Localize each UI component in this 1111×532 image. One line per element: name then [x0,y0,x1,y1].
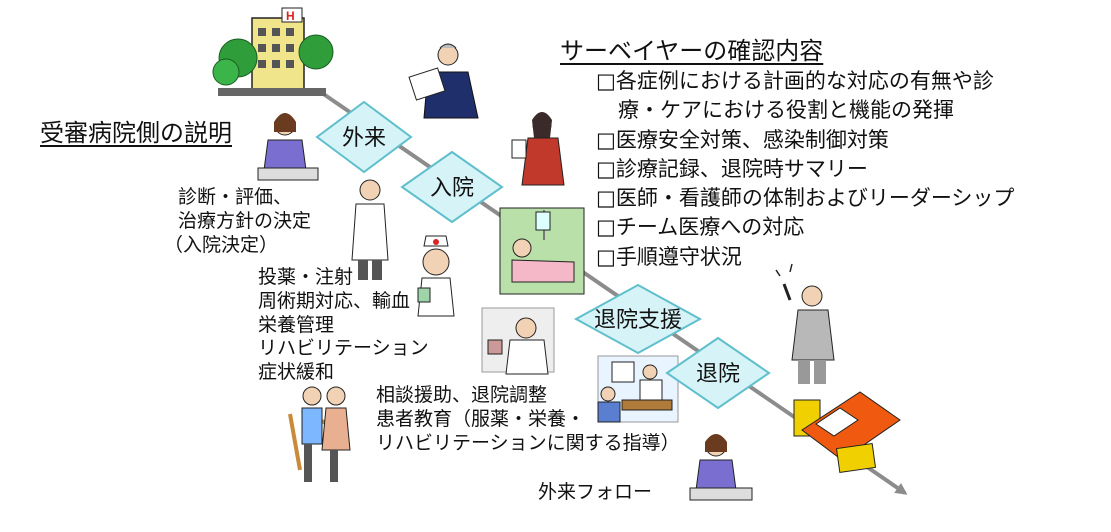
receptionist-woman-icon [257,113,319,181]
check-item: □各症例における計画的な対応の有無や診 [596,69,994,93]
check-item: □手順遵守状況 [596,244,742,269]
checkbox-icon: □ [596,244,616,269]
activity-line: 診断・評価、 [178,186,293,208]
activity-line: リハビリテーション [258,337,429,360]
checkbox-icon: □ [596,69,616,93]
consultation-icon [597,355,679,423]
stage-outpatient: 外来 [315,100,413,174]
activity-line: 投薬・注射 [258,266,354,288]
stage-discharge-support-label: 退院支援 [594,308,682,333]
check-item-continuation: 療・ケアにおける役割と機能の発揮 [618,98,954,123]
activity-line: リハビリテーションに関する指導） [376,431,680,454]
activity-line: （入院決定） [164,233,279,256]
stage-outpatient-label: 外来 [342,126,386,151]
stage-discharge: 退院 [665,336,771,410]
hospital-side-title: 受審病院側の説明 [40,119,232,147]
checkbox-icon: □ [596,215,616,240]
check-item: □医療安全対策、感染制御対策 [596,127,889,152]
activity-line: 栄養管理 [258,313,335,336]
nurse-icon [417,235,455,317]
followup-label: 外来フォロー [538,481,653,503]
treatment-activities: 投薬・注射 周術期対応、輸血 栄養管理 リハビリテーション 症状緩和 [258,266,429,385]
hospital-icon: H [212,7,334,96]
activity-line: 症状緩和 [258,361,335,383]
bed-icon [793,391,901,473]
surveyor-man-icon [408,43,479,119]
stage-discharge-support: 退院支援 [573,283,703,355]
stage-admission-label: 入院 [430,176,474,201]
pointing-man-icon [775,263,835,384]
check-item: □医師・看護師の体制およびリーダーシップ [596,186,1015,210]
activity-line: 患者教育（服薬・栄養・ [376,407,586,430]
pharmacist-icon [481,307,555,375]
surveyor-checklist: □各症例における計画的な対応の有無や診 療・ケアにおける役割と機能の発揮 □医療… [596,68,1014,270]
receptionist-woman-bottom-icon [689,434,753,501]
stage-admission: 入院 [400,150,504,224]
stage-discharge-label: 退院 [696,362,740,387]
discharge-activities: 相談援助、退院調整 患者教育（服薬・栄養・ リハビリテーションに関する指導） [376,384,680,455]
rehabilitation-icon [288,386,351,482]
checkbox-icon: □ [596,156,616,181]
check-item: □チーム医療への対応 [596,215,805,240]
activity-line: 相談援助、退院調整 [376,384,548,406]
checkbox-icon: □ [596,186,616,210]
doctor-standing-icon [351,179,389,280]
diagnosis-activities: 診断・評価、 治療方針の決定 （入院決定） [164,186,311,257]
activity-line: 治療方針の決定 [178,209,312,232]
checkbox-icon: □ [596,127,616,152]
patient-in-bed-icon [499,207,585,295]
svg-text:H: H [286,9,295,23]
activity-line: 周術期対応、輸血 [258,289,411,312]
surveyor-title: サーベイヤーの確認内容 [560,37,824,65]
woman-notepad-icon [511,112,565,186]
check-item: □診療記録、退院時サマリー [596,156,868,181]
